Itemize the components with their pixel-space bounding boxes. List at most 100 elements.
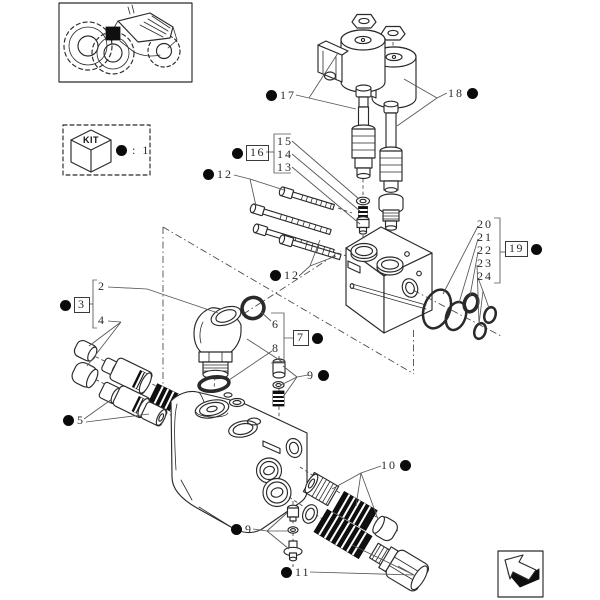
cartridge-body-item2-a	[109, 357, 153, 395]
callout-14-number: 14	[277, 147, 293, 161]
callout-14: 14	[277, 148, 293, 161]
body-front-bore-1	[255, 457, 283, 484]
callout-2: 2	[98, 280, 106, 293]
callout-15: 15	[277, 135, 293, 148]
callout-18: 18	[448, 87, 478, 100]
callout-6-number: 6	[272, 317, 280, 331]
elbow-fitting-assembly	[193, 250, 342, 401]
hex-nut-left	[351, 13, 377, 29]
callout-9-lower: 9	[231, 523, 253, 536]
kit-dot-9-upper	[318, 370, 329, 381]
callout-20: 20	[477, 218, 493, 231]
callout-4: 4	[98, 314, 106, 327]
callout-12-lower-number: 12	[284, 268, 300, 282]
threaded-plug-item10	[302, 471, 340, 507]
seal-washer-item11	[302, 504, 318, 524]
tractor-icon	[63, 4, 181, 75]
block-side-bore	[401, 278, 419, 298]
callout-3-number: 3	[74, 297, 90, 313]
seal-22	[462, 292, 480, 314]
callout-12-upper: 12	[203, 168, 233, 181]
callout-7: 7	[293, 330, 323, 346]
o-ring-24	[482, 305, 498, 325]
o-ring-23	[472, 321, 488, 341]
callout-24: 24	[477, 270, 493, 283]
callout-5-number: 5	[77, 413, 85, 427]
cap-item4-b	[71, 361, 99, 389]
page-nav-arrow-box[interactable]	[497, 550, 544, 598]
seal-rings-20-24	[421, 288, 498, 341]
callout-6: 6	[272, 318, 280, 331]
callout-19-number: 19	[505, 241, 528, 257]
spring-item10	[332, 490, 378, 532]
callout-15-number: 15	[277, 134, 293, 148]
kit-dot-5	[63, 415, 74, 426]
callout-5: 5	[63, 414, 85, 427]
cap-item4-a	[73, 339, 98, 362]
callout-3: 3	[60, 297, 90, 313]
poppet-item5	[140, 401, 168, 427]
callout-22: 22	[477, 244, 493, 257]
callout-24-number: 24	[477, 269, 493, 283]
callout-2-number: 2	[98, 279, 106, 293]
callout-4-number: 4	[98, 313, 106, 327]
callout-13-number: 13	[277, 160, 293, 174]
coil-connector-left	[317, 40, 349, 83]
relief-cartridges-left	[71, 339, 233, 445]
kit-dot-3	[60, 299, 71, 311]
socket-bolts-item12	[249, 186, 353, 261]
washer-item15	[355, 196, 371, 206]
cartridge-stem-left	[351, 84, 376, 196]
callout-8-number: 8	[272, 341, 280, 355]
kit-dot-18	[467, 88, 478, 99]
o-ring-21	[444, 300, 468, 332]
solenoid-valve-block	[345, 226, 502, 337]
callout-9-upper-number: 9	[307, 368, 315, 382]
callout-21-number: 21	[477, 230, 493, 244]
kit-cube-label: KIT	[83, 135, 99, 145]
main-valve-body	[170, 390, 308, 534]
callout-10-number: 10	[381, 458, 397, 472]
kit-dot-7	[311, 332, 323, 344]
callout-leader-lines	[83, 52, 506, 576]
kit-legend-row: : 1	[116, 144, 150, 157]
callout-10: 10	[381, 459, 411, 472]
plug-spring-set-item10	[299, 466, 399, 542]
solenoid-coils	[317, 13, 417, 109]
callout-21: 21	[477, 231, 493, 244]
spool-rod	[349, 283, 427, 310]
callout-9-upper: 9	[307, 369, 329, 382]
kit-separator: :	[132, 143, 138, 157]
cap-item10	[372, 515, 398, 542]
callout-16: 16	[232, 145, 269, 161]
kit-dot-19	[531, 243, 542, 255]
tractor-thumbnail-box	[58, 2, 193, 83]
callout-13: 13	[277, 161, 293, 174]
hex-cartridge-item11	[368, 542, 430, 592]
poppet-item13	[356, 216, 370, 247]
callout-23: 23	[477, 257, 493, 270]
o-ring-20	[421, 288, 453, 330]
spring-item11	[313, 508, 373, 560]
callout-12-lower: 12	[270, 269, 300, 282]
callout-18-number: 18	[448, 86, 464, 100]
callout-19: 19	[505, 241, 542, 257]
o-ring-6	[240, 295, 266, 321]
callout-20-number: 20	[477, 217, 493, 231]
callout-8: 8	[272, 342, 280, 355]
callout-17: 17	[266, 89, 296, 102]
callout-17-number: 17	[280, 88, 296, 102]
elbow-fitting-item7	[193, 305, 242, 380]
kit-dot-9-lower	[231, 524, 242, 535]
spring-item14	[358, 206, 368, 218]
kit-dot-10	[400, 460, 411, 471]
callout-7-number: 7	[293, 330, 309, 346]
body-side-port	[285, 437, 303, 459]
kit-dot-16	[232, 147, 243, 159]
kit-legend-box	[62, 124, 151, 176]
body-port-boss-2	[228, 420, 258, 438]
solenoid-cartridge-stems	[351, 84, 404, 254]
kit-dot-17	[266, 90, 277, 101]
